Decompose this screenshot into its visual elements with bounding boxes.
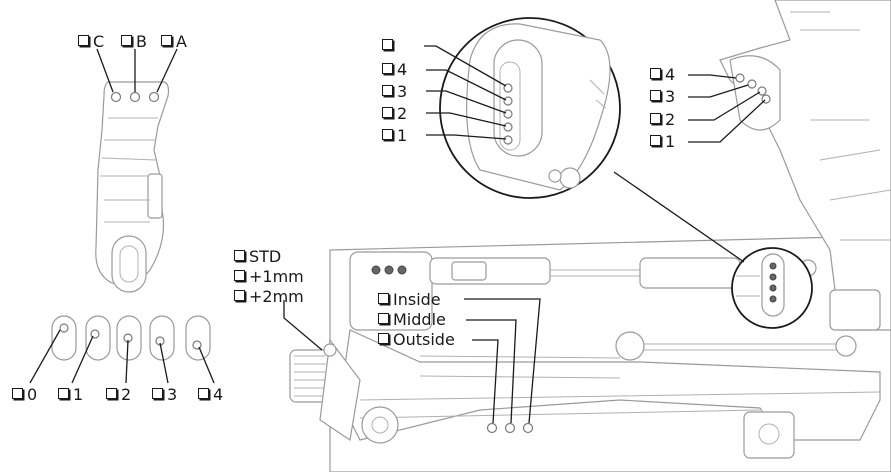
label-hole-b: B bbox=[121, 33, 147, 51]
label-slot-4: 4 bbox=[198, 386, 223, 404]
mount-outside-hole bbox=[486, 422, 498, 434]
label-mount-outside: Outside bbox=[378, 331, 455, 349]
label-zoom-3: 3 bbox=[382, 83, 407, 101]
label-side-1: 1 bbox=[650, 133, 675, 151]
label-side-3: 3 bbox=[650, 88, 675, 106]
hole-c bbox=[110, 91, 122, 103]
label-zoom-blank bbox=[382, 37, 397, 55]
label-mount-middle: Middle bbox=[378, 311, 446, 329]
label-hole-a: A bbox=[161, 33, 187, 51]
label-zoom-1: 1 bbox=[382, 127, 407, 145]
label-slot-1: 1 bbox=[58, 386, 83, 404]
label-slot-3: 3 bbox=[152, 386, 177, 404]
zoom-leaders bbox=[424, 45, 507, 140]
label-slot-0: 0 bbox=[12, 386, 37, 404]
hole-b bbox=[129, 91, 141, 103]
label-zoom-2: 2 bbox=[382, 105, 407, 123]
zoom-circle-top bbox=[439, 17, 621, 199]
bracket-part bbox=[95, 48, 178, 293]
side-leaders bbox=[688, 74, 766, 143]
slot-row bbox=[29, 315, 215, 384]
chassis-outline bbox=[719, 0, 891, 331]
label-zoom-4: 4 bbox=[382, 61, 407, 79]
label-hole-c: C bbox=[78, 33, 104, 51]
label-side-2: 2 bbox=[650, 111, 675, 129]
mount-middle-hole bbox=[504, 422, 516, 434]
label-slot-2: 2 bbox=[106, 386, 131, 404]
hole-a bbox=[148, 91, 160, 103]
label-mount-inside: Inside bbox=[378, 291, 441, 309]
zoom-circle-small bbox=[613, 171, 813, 329]
label-side-4: 4 bbox=[650, 66, 675, 84]
label-height-plus1: +1mm bbox=[234, 268, 304, 286]
height-leaders bbox=[283, 298, 541, 424]
label-height-std: STD bbox=[234, 248, 281, 266]
label-height-plus2: +2mm bbox=[234, 288, 304, 306]
mount-inside-hole bbox=[522, 422, 534, 434]
